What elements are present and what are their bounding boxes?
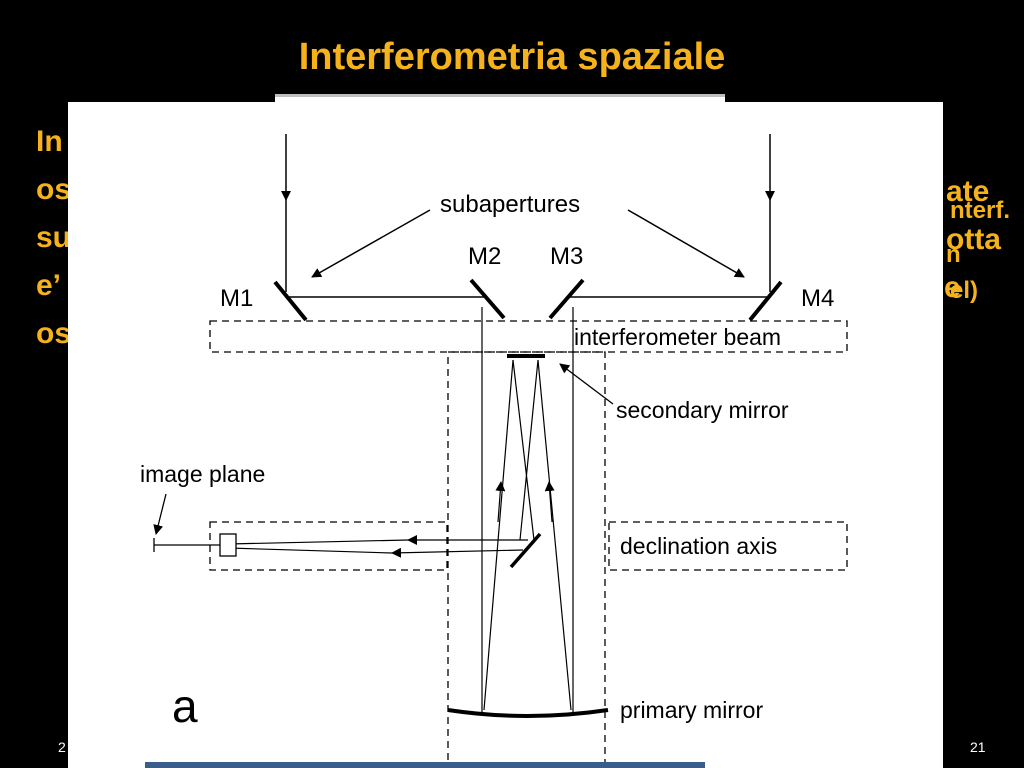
image-plane-leader [153, 493, 167, 535]
declination-axis-label: declination axis [620, 533, 777, 559]
telescope-tube-box [447, 351, 606, 766]
ray-lower-continue [227, 547, 393, 554]
m3-label: M3 [550, 243, 583, 270]
diagram-svg: subapertures M1 M2 M3 M4 interferometer … [140, 134, 848, 766]
ray-to-image-plane-lower [391, 547, 524, 558]
bg-text-fragment: nterf. [950, 197, 1010, 224]
slide-title: Interferometria spaziale [298, 36, 726, 78]
subapertures-arrow-right [627, 209, 745, 278]
image-plane-element [219, 533, 237, 557]
ray-arrow-up-left [495, 481, 506, 523]
ray-secondary-to-fold-left [512, 359, 535, 541]
mirror-m4 [748, 280, 783, 322]
bg-text-fragment: otta [946, 223, 1001, 256]
m4-label: M4 [801, 285, 834, 312]
mirror-m2 [469, 278, 506, 320]
fold-mirror [509, 532, 542, 569]
interferometer-beam-box [209, 320, 848, 353]
image-plane-label: image plane [140, 461, 265, 487]
m1-label: M1 [220, 285, 253, 312]
bg-text-fragment: ate [946, 175, 990, 208]
interferometer-beam-label: interferometer beam [574, 324, 781, 350]
ray-upper-continue [227, 539, 409, 545]
page-number: 21 [970, 739, 986, 755]
bg-text-fragment: e [944, 271, 961, 304]
declination-axis-box-left [209, 521, 448, 571]
primary-mirror-label: primary mirror [620, 697, 763, 723]
ray-arrow-up-right [544, 481, 555, 523]
subapertures-label: subapertures [440, 191, 580, 218]
m2-label: M2 [468, 243, 501, 270]
footer-date-fragment: 2 [58, 739, 66, 755]
bg-text-fragment: os [36, 317, 72, 350]
ray-secondary-to-fold-right [519, 359, 539, 541]
ray-primary-to-secondary-left [483, 359, 514, 711]
primary-mirror [447, 708, 609, 718]
telescope-diagram: subapertures M1 M2 M3 M4 interferometer … [68, 102, 943, 768]
bg-text-fragment: os [36, 173, 72, 206]
subapertures-arrow-left [311, 209, 431, 278]
panel-letter: a [172, 680, 198, 732]
secondary-mirror-label: secondary mirror [616, 397, 789, 423]
bg-text-fragment: n [946, 241, 961, 268]
bottom-image-strip [145, 762, 705, 768]
ray-primary-to-secondary-right [537, 359, 572, 711]
bg-text-fragment: e’ [36, 269, 62, 302]
bg-text-fragment: In [36, 125, 63, 158]
image-top-strip [275, 94, 725, 102]
mirror-m1 [273, 280, 308, 322]
mirror-m3 [548, 278, 585, 320]
bg-text-fragment: el) [950, 277, 979, 304]
bg-text-fragment: su [36, 221, 72, 254]
secondary-mirror-leader [559, 363, 614, 405]
